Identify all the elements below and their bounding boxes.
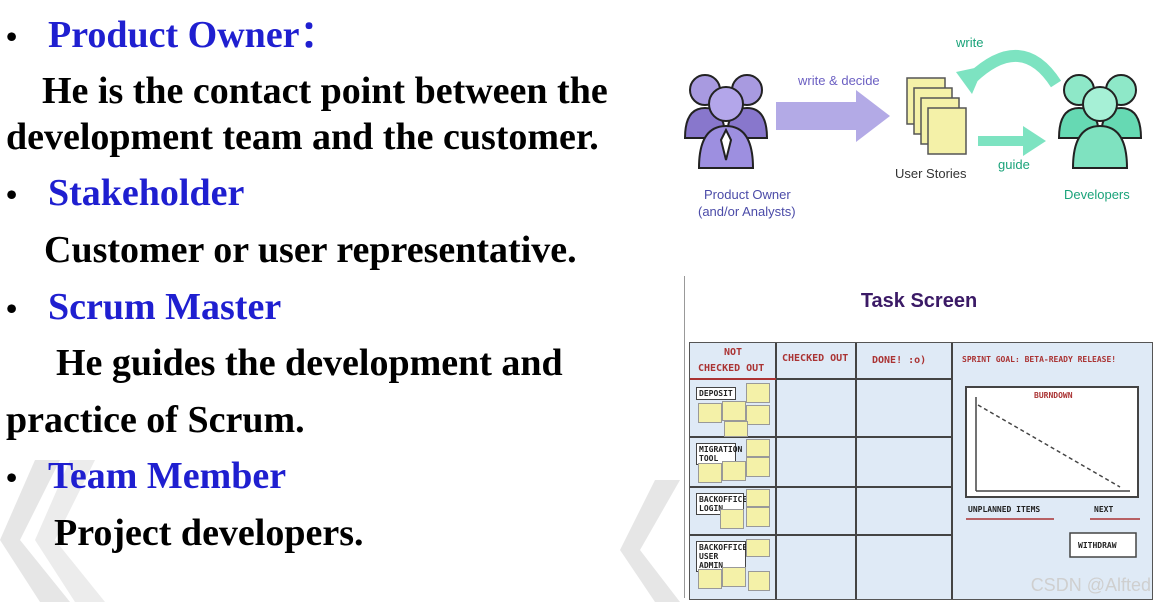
board-grid bbox=[690, 343, 1140, 599]
role-team-member: Team Member bbox=[48, 455, 287, 497]
desc-line: Customer or user representative. bbox=[44, 229, 577, 271]
write-label: write bbox=[956, 35, 984, 50]
col-not-checked-out-line1: NOT bbox=[724, 347, 743, 358]
write-decide-label: write & decide bbox=[798, 73, 880, 88]
next-label: NEXT bbox=[1094, 505, 1114, 514]
row-migration-tool: MIGRATION TOOL bbox=[696, 443, 742, 465]
developers-icon bbox=[1057, 74, 1143, 169]
unplanned-items-label: UNPLANNED ITEMS bbox=[968, 505, 1041, 514]
write-arrow bbox=[956, 49, 1062, 94]
decorative-chevrons-left bbox=[0, 460, 105, 602]
row-deposit: DEPOSIT bbox=[696, 387, 736, 400]
guide-label: guide bbox=[998, 157, 1030, 172]
decorative-chevrons-right bbox=[620, 480, 680, 602]
desc-line: He is the contact point between the bbox=[42, 70, 608, 112]
bullet: • bbox=[6, 290, 18, 326]
desc-line: He guides the development and bbox=[56, 342, 563, 384]
desc-line: practice of Scrum. bbox=[6, 399, 305, 441]
product-owner-label: Product Owner bbox=[704, 187, 791, 202]
task-board: NOT CHECKED OUT CHECKED OUT DONE! :o) SP… bbox=[689, 342, 1153, 600]
bullet: • bbox=[6, 176, 18, 212]
desc-line: development team and the customer. bbox=[6, 116, 599, 158]
col-done: DONE! :o) bbox=[872, 355, 927, 366]
role-product-owner: Product Owner： bbox=[48, 14, 338, 56]
row-backoffice-user-admin: BACKOFFICE USER ADMIN bbox=[696, 541, 747, 572]
withdraw-card: WITHDRAW bbox=[1078, 541, 1117, 550]
col-checked-out: CHECKED OUT bbox=[782, 353, 849, 364]
col-not-checked-out-line2: CHECKED OUT bbox=[698, 363, 765, 374]
burndown-label: BURNDOWN bbox=[1034, 391, 1073, 400]
product-owner-icon bbox=[683, 74, 769, 169]
roles-diagram: write & decide User Stories write guide … bbox=[676, 30, 1151, 230]
task-screen-title: Task Screen bbox=[860, 290, 978, 312]
user-stories-icon bbox=[906, 77, 967, 155]
user-stories-label: User Stories bbox=[895, 166, 967, 181]
write-decide-arrow bbox=[776, 90, 890, 142]
product-owner-sublabel: (and/or Analysts) bbox=[698, 204, 796, 219]
watermark: CSDN @Alfted bbox=[1030, 575, 1151, 595]
role-scrum-master: Scrum Master bbox=[48, 286, 282, 328]
task-screen: Task Screen NOT CHECKED OUT CHECKED OUT bbox=[684, 276, 1153, 600]
developers-label: Developers bbox=[1064, 187, 1130, 202]
role-stakeholder: Stakeholder bbox=[48, 172, 245, 214]
bullet: • bbox=[6, 18, 18, 54]
desc-line: Project developers. bbox=[54, 512, 364, 554]
guide-arrow bbox=[978, 126, 1046, 156]
col-sprint-goal: SPRINT GOAL: BETA-READY RELEASE! bbox=[962, 355, 1117, 364]
bullet: • bbox=[6, 459, 18, 495]
